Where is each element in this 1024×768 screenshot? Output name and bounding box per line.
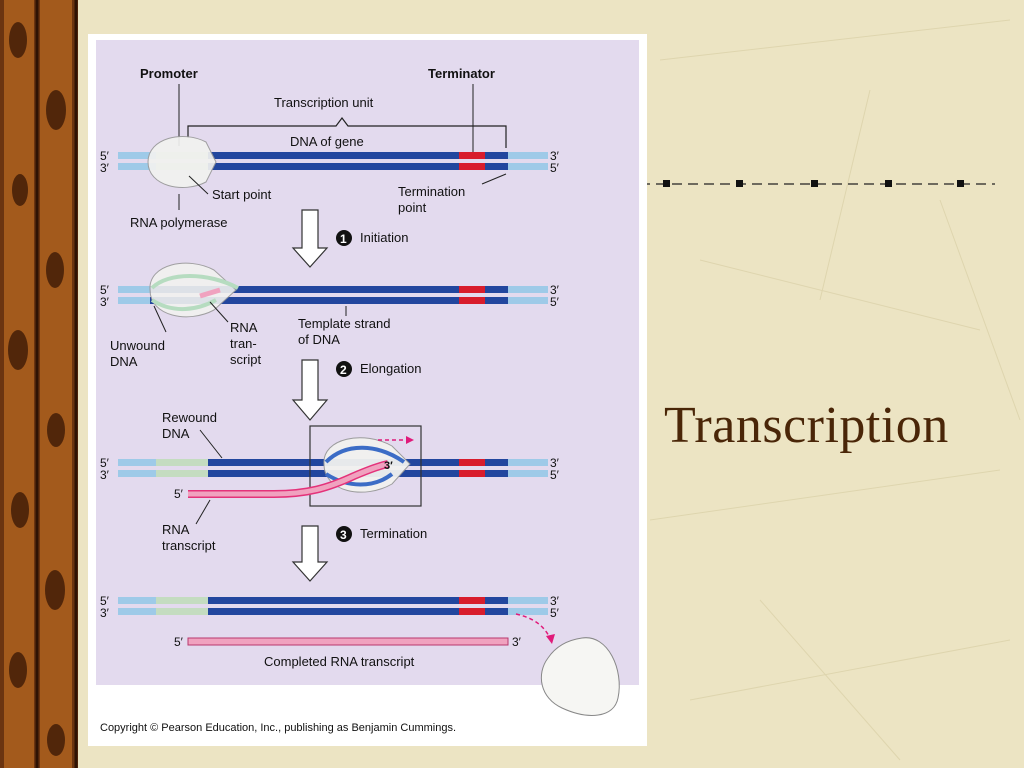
three-prime-bottom-4: 3′ bbox=[100, 606, 110, 620]
completed-rna-label: Completed RNA transcript bbox=[264, 654, 415, 669]
step-1-label: Initiation bbox=[360, 230, 408, 245]
three-prime-top-4: 3′ bbox=[550, 594, 560, 608]
step-2-number: 2 bbox=[340, 363, 347, 377]
step-3-label: Termination bbox=[360, 526, 427, 541]
three-prime-bottom-2: 3′ bbox=[100, 295, 110, 309]
three-prime-bottom-1: 3′ bbox=[100, 161, 110, 175]
five-prime-bottom-3: 5′ bbox=[550, 468, 560, 482]
dna-of-gene-label: DNA of gene bbox=[290, 134, 364, 149]
five-prime-bottom-2: 5′ bbox=[550, 295, 560, 309]
start-point-label: Start point bbox=[212, 187, 272, 202]
slide-title: Transcription bbox=[664, 397, 949, 454]
terminator-label: Terminator bbox=[428, 66, 495, 81]
open-bubble-bottom bbox=[324, 472, 394, 487]
promoter-label: Promoter bbox=[140, 66, 198, 81]
dna-duplex-stage2 bbox=[118, 286, 548, 304]
five-prime-top-4: 5′ bbox=[100, 594, 110, 608]
five-prime-bottom-1: 5′ bbox=[550, 161, 560, 175]
rna-initial-segment bbox=[199, 287, 221, 299]
three-prime-top-2: 3′ bbox=[550, 283, 560, 297]
step-1-number: 1 bbox=[340, 232, 347, 246]
completed-rna-five-prime: 5′ bbox=[174, 635, 184, 649]
transcription-unit-bracket bbox=[187, 117, 507, 148]
five-prime-bottom-4: 5′ bbox=[550, 606, 560, 620]
open-bubble-top bbox=[324, 445, 406, 464]
zoom-box bbox=[309, 425, 422, 507]
release-arrow bbox=[515, 613, 551, 639]
rna-polymerase-label: RNA polymerase bbox=[130, 215, 228, 230]
dna-duplex-stage4 bbox=[118, 597, 548, 615]
five-prime-top-3: 5′ bbox=[100, 456, 110, 470]
step-arrow-3 bbox=[291, 525, 329, 582]
step-2-label: Elongation bbox=[360, 361, 421, 376]
step-3-number: 3 bbox=[340, 528, 347, 542]
completed-rna-three-prime: 3′ bbox=[512, 635, 522, 649]
transcription-diagram: Promoter Terminator Transcription unit D… bbox=[96, 40, 639, 716]
wood-border-decoration bbox=[0, 0, 78, 768]
completed-rna-strand bbox=[187, 637, 509, 646]
released-polymerase-blob bbox=[540, 637, 620, 716]
unwound-strand-top bbox=[150, 274, 239, 290]
five-prime-top-2: 5′ bbox=[100, 283, 110, 297]
three-prime-top-3: 3′ bbox=[550, 456, 560, 470]
copyright-notice: Copyright © Pearson Education, Inc., pub… bbox=[100, 722, 457, 734]
transcription-unit-label: Transcription unit bbox=[274, 95, 374, 110]
rna-polymerase-blob bbox=[147, 135, 217, 189]
step-arrow-2 bbox=[291, 359, 329, 421]
three-prime-bottom-3: 3′ bbox=[100, 468, 110, 482]
rna-three-prime-end: 3′ bbox=[384, 460, 393, 472]
step-arrow-1 bbox=[291, 209, 329, 268]
three-prime-top-1: 3′ bbox=[550, 149, 560, 163]
five-prime-top-1: 5′ bbox=[100, 149, 110, 163]
dotted-divider bbox=[640, 180, 995, 187]
rna-five-prime-end: 5′ bbox=[174, 487, 184, 501]
